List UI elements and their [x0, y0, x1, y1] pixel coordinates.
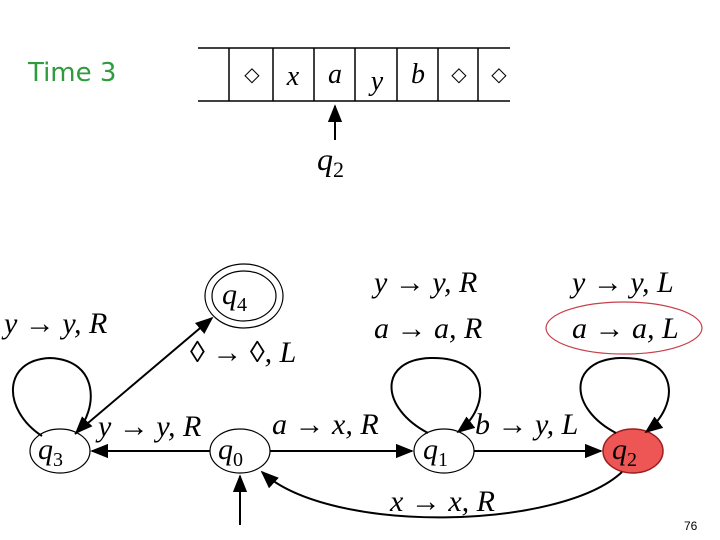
label-q1-loop-1: y → y, R — [371, 266, 477, 299]
label-q0-q3: y → y, R — [95, 410, 201, 443]
tape-cell: a — [328, 59, 342, 90]
state-q0: q0 — [209, 428, 271, 474]
tape-cell: ◇ — [244, 62, 260, 86]
tape-cell: ◇ — [491, 62, 507, 86]
tape-cell: y — [368, 66, 384, 97]
label-q1-q2: b → y, L — [475, 408, 578, 441]
svg-text:q3: q3 — [38, 433, 63, 471]
tape-cell: ◇ — [451, 62, 467, 86]
tape-cell: x — [286, 61, 300, 92]
state-q3: q3 — [29, 428, 91, 474]
edge-q3-q4 — [74, 316, 214, 435]
edge-q2-q0 — [260, 470, 623, 519]
label-q3-q4: ◊ → ◊, L — [190, 336, 296, 369]
time-label: Time 3 — [28, 58, 117, 88]
svg-text:q1: q1 — [423, 433, 448, 471]
head-state-label: q2 — [317, 141, 344, 182]
state-q1: q1 — [413, 428, 475, 474]
svg-text:q2: q2 — [612, 433, 637, 471]
loop-q2 — [579, 356, 670, 434]
label-q2-q0: x → x, R — [389, 485, 495, 518]
slide-number: 76 — [684, 519, 698, 533]
label-q0-q1: a → x, R — [272, 408, 379, 441]
tape-cell: b — [411, 59, 425, 90]
loop-q1 — [390, 356, 482, 434]
highlighted-rule-ellipse — [545, 301, 703, 355]
label-q1-loop-2: a → a, R — [374, 312, 482, 345]
loop-q3 — [11, 356, 93, 437]
state-q2: q2 — [602, 428, 664, 474]
tape: ◇ x a y b ◇ ◇ — [198, 47, 510, 102]
label-q2-loop-2: a → a, L — [572, 312, 679, 345]
label-q2-loop-1: y → y, L — [569, 266, 674, 299]
svg-text:q4: q4 — [222, 278, 247, 316]
svg-text:q0: q0 — [218, 433, 243, 471]
state-q4: q4 — [204, 263, 284, 329]
current-state-highlight — [602, 428, 664, 474]
label-q3-loop: y → y, R — [1, 307, 107, 340]
